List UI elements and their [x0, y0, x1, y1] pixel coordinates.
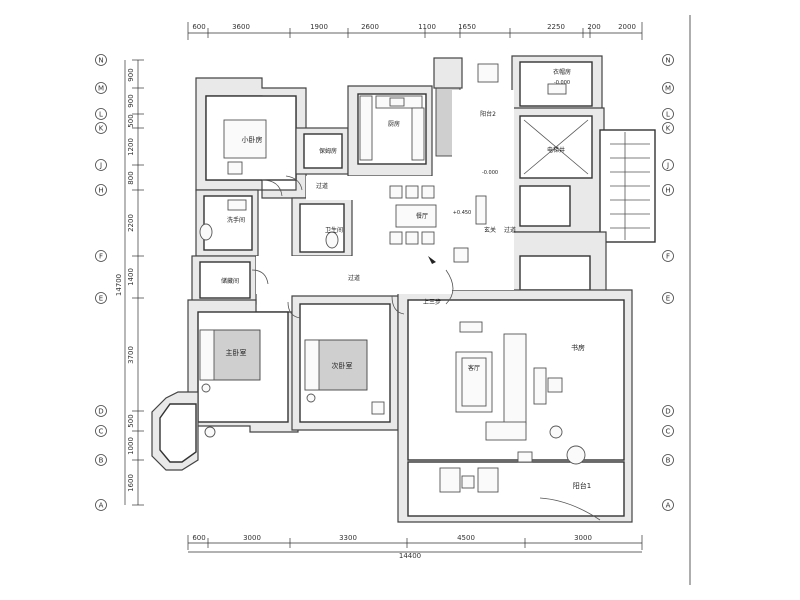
label-balcony-1: 阳台1	[573, 481, 591, 490]
axis-left-D: D	[98, 408, 103, 416]
axis-bubbles-left: N M L K J H F E D C B A	[95, 54, 107, 511]
label-nanny-room: 保姆房	[319, 147, 337, 155]
left-dim-4: 1200	[127, 138, 135, 156]
label-corridor-top: 过道	[316, 182, 328, 190]
left-dim-5: 800	[127, 171, 135, 184]
single-bed	[223, 119, 267, 159]
top-dim-2: 3600	[232, 23, 250, 31]
label-study: 书房	[571, 343, 585, 352]
label-balcony-2: 阳台2	[480, 110, 496, 118]
left-total: 14700	[115, 274, 123, 296]
axis-left-K: K	[99, 125, 104, 133]
left-dim-3: 500	[127, 114, 135, 127]
left-dim-2: 900	[127, 94, 135, 107]
label-kitchen: 厨房	[388, 120, 400, 128]
bottom-dimension-line: 600 3000 3300 4500 3000 14400	[187, 534, 643, 560]
left-dim-7: 1400	[127, 268, 135, 286]
axis-left-A: A	[99, 502, 104, 510]
left-dim-1: 900	[127, 68, 135, 81]
door-swings	[251, 175, 405, 319]
axis-left-F: F	[99, 253, 103, 261]
label-second-bedroom: 次卧室	[332, 361, 353, 370]
label-living: 客厅	[468, 364, 480, 372]
axis-left-C: C	[99, 428, 104, 436]
label-level-marker: -0.000	[482, 170, 498, 176]
left-dim-11: 1600	[127, 474, 135, 492]
left-dim-10: 1000	[127, 437, 135, 455]
axis-right-L: L	[666, 111, 670, 119]
label-small-bedroom: 小卧房	[242, 135, 263, 144]
bottom-dim-1: 600	[192, 534, 205, 542]
axis-left-E: E	[99, 295, 103, 303]
axis-right-C: C	[666, 428, 671, 436]
left-dimension-line: 900 900 500 1200 800 2200 1400 3700 500 …	[115, 59, 144, 506]
axis-right-F: F	[666, 253, 670, 261]
room-labels: 小卧房 保姆房 厨房 衣帽房 -0.000 阳台2 电梯井 过道 餐厅 +0.4…	[221, 68, 591, 490]
label-washroom: 洗手间	[227, 216, 245, 224]
axis-left-L: L	[99, 111, 103, 119]
top-dim-8: 200	[587, 23, 600, 31]
label-corridor-entry: 过道	[504, 226, 516, 234]
axis-right-N: N	[665, 57, 670, 65]
axis-right-H: H	[665, 187, 670, 195]
sofa	[503, 333, 527, 425]
left-dim-6: 2200	[127, 214, 135, 232]
axis-left-M: M	[98, 85, 104, 93]
axis-left-H: H	[98, 187, 103, 195]
axis-left-B: B	[99, 457, 104, 465]
axis-left-J: J	[99, 162, 102, 170]
top-dim-9: 2000	[618, 23, 636, 31]
axis-right-M: M	[665, 85, 671, 93]
top-dim-3: 1900	[310, 23, 328, 31]
label-corridor-mid: 过道	[348, 274, 360, 282]
dining-table	[395, 204, 437, 228]
furniture	[199, 63, 650, 521]
bottom-dim-2: 3000	[243, 534, 261, 542]
label-entry: 玄关	[484, 226, 496, 234]
sink	[389, 97, 405, 107]
label-dining-elevation: +0.450	[453, 210, 472, 216]
label-laundry-elevation: -0.000	[554, 80, 570, 86]
top-dim-6: 1650	[458, 23, 476, 31]
label-elevator-shaft: 电梯井	[547, 146, 565, 154]
bottom-dim-5: 3000	[574, 534, 592, 542]
label-up-three-steps: 上三步	[423, 298, 441, 306]
entry-arrow-icon	[428, 256, 436, 264]
axis-right-J: J	[666, 162, 669, 170]
bottom-dim-4: 4500	[457, 534, 475, 542]
label-master-bedroom: 主卧室	[226, 348, 247, 357]
toilet-bowl	[199, 223, 213, 241]
top-dim-4: 2600	[361, 23, 379, 31]
label-toilet: 卫生间	[325, 226, 343, 234]
axis-right-B: B	[666, 457, 671, 465]
axis-right-A: A	[666, 502, 671, 510]
top-dim-7: 2250	[547, 23, 565, 31]
axis-right-D: D	[665, 408, 670, 416]
open-areas	[256, 90, 514, 294]
label-storage: 储藏间	[221, 277, 239, 285]
bottom-dim-3: 3300	[339, 534, 357, 542]
bottom-total: 14400	[399, 552, 421, 560]
axis-right-E: E	[666, 295, 670, 303]
left-dim-9: 500	[127, 414, 135, 427]
axis-left-N: N	[98, 57, 103, 65]
label-laundry: 衣帽房	[553, 68, 571, 76]
top-dim-1: 600	[192, 23, 205, 31]
axis-bubbles-right: N M L K J H F E D C B A	[662, 54, 674, 511]
top-dimension-line: 600 3600 1900 2600 1100 1650 2250 200 20…	[187, 22, 643, 40]
axis-right-K: K	[666, 125, 671, 133]
top-dim-5: 1100	[418, 23, 436, 31]
label-dining: 餐厅	[416, 212, 428, 220]
left-dim-8: 3700	[127, 346, 135, 364]
